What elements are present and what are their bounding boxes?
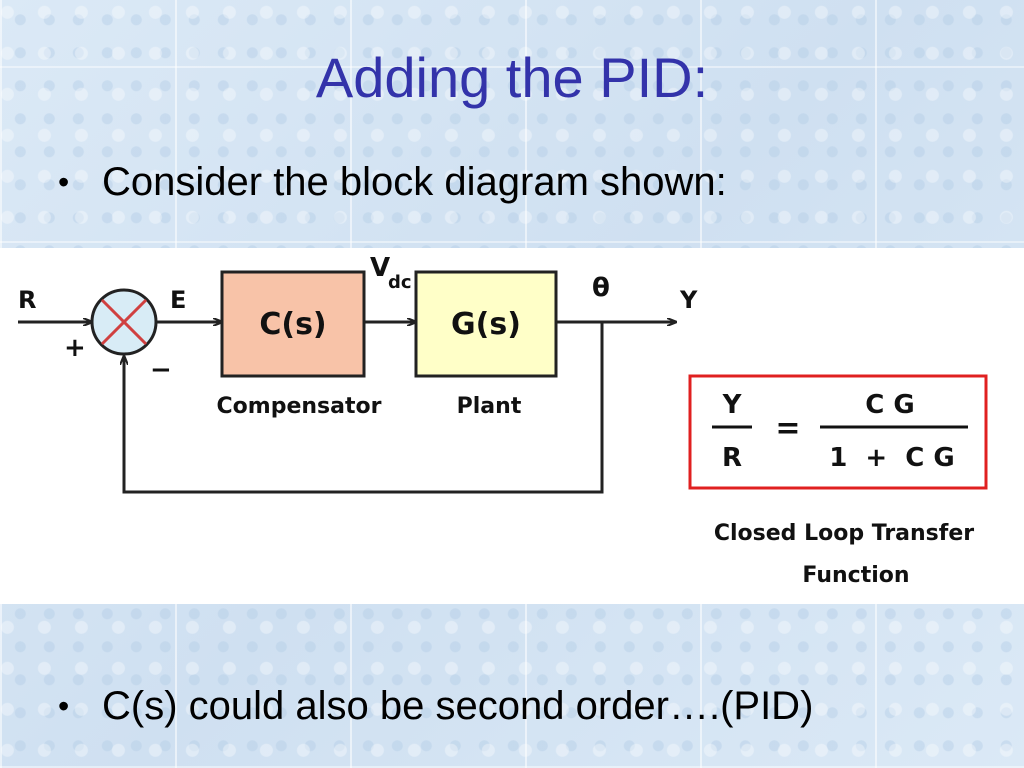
bullet-1-text: Consider the block diagram shown:	[102, 160, 727, 204]
bullet-marker: •	[58, 688, 70, 724]
plant-label: G(s)	[451, 307, 521, 342]
tf-caption-line-2: Function	[802, 563, 909, 588]
block-diagram-panel: C(s) G(s) Compensator Plant R E V dc θ Y…	[0, 248, 1024, 604]
tf-rhs-numerator: C G	[865, 390, 914, 420]
bullet-2-text: C(s) could also be second order….(PID)	[102, 684, 814, 728]
compensator-caption: Compensator	[217, 394, 382, 419]
bullet-2: • C(s) could also be second order….(PID)	[58, 682, 813, 730]
plus-sign: +	[64, 333, 86, 363]
signal-y-label: Y	[679, 286, 698, 314]
tf-equals: =	[775, 411, 800, 446]
tf-rhs-denominator: 1 + C G	[829, 443, 955, 473]
tf-lhs-denominator: R	[722, 443, 742, 473]
signal-r-label: R	[18, 286, 36, 314]
summing-junction	[90, 288, 158, 356]
bullet-marker: •	[58, 164, 70, 200]
bullet-1: • Consider the block diagram shown:	[58, 158, 727, 206]
plant-block	[414, 270, 558, 378]
compensator-label: C(s)	[259, 307, 326, 342]
plant-caption: Plant	[457, 394, 522, 419]
compensator-block	[220, 270, 366, 378]
minus-sign: −	[150, 355, 172, 385]
signal-theta-label: θ	[592, 273, 610, 303]
signal-v-subscript: dc	[388, 272, 412, 293]
feedback-line	[124, 322, 604, 494]
signal-v-label: V	[370, 253, 390, 283]
transfer-function-box: Y R = C G 1 + C G	[688, 374, 988, 490]
tf-lhs-numerator: Y	[722, 390, 743, 420]
signal-e-label: E	[170, 286, 186, 314]
tf-caption-line-1: Closed Loop Transfer	[714, 521, 974, 546]
block-diagram: C(s) G(s) Compensator Plant R E V dc θ Y…	[18, 253, 988, 588]
slide-title: Adding the PID:	[315, 46, 709, 109]
